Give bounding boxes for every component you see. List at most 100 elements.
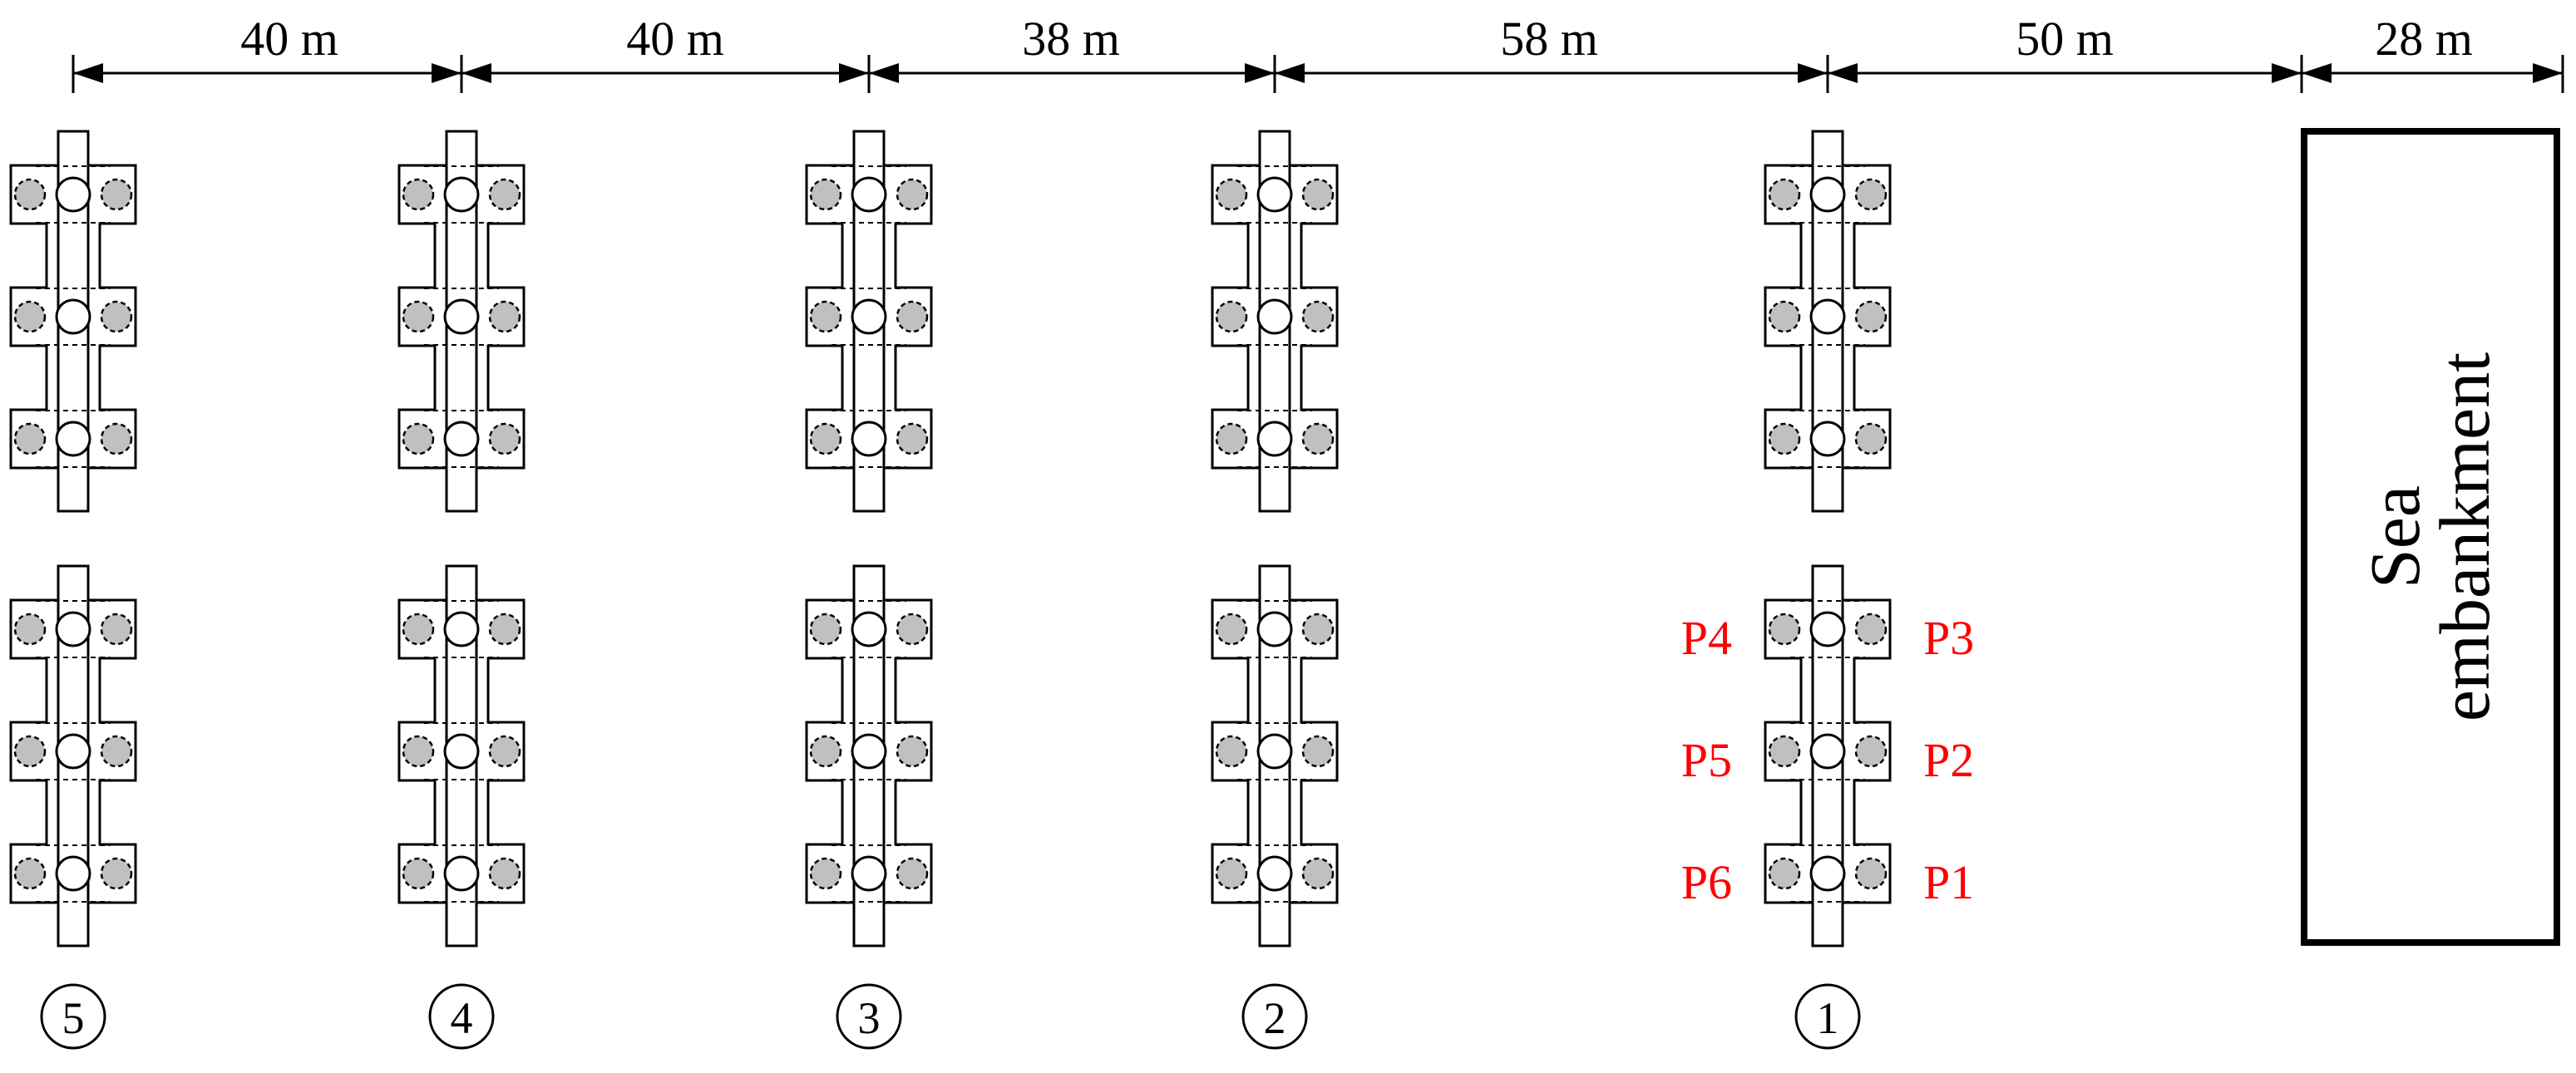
pile-circle bbox=[1215, 422, 1248, 455]
pile-circle bbox=[488, 300, 521, 333]
pier-group bbox=[397, 564, 526, 947]
pier-cap-outline bbox=[397, 598, 526, 904]
sensor-label-p3: P3 bbox=[1923, 611, 1974, 665]
pier-cap-outline bbox=[805, 164, 933, 470]
svg-text:1: 1 bbox=[1817, 993, 1839, 1043]
dimension-arrows bbox=[73, 63, 2563, 83]
dimension-label: 28 m bbox=[2375, 12, 2473, 66]
dimension-label: 58 m bbox=[1500, 12, 1598, 66]
pier-cap-outline bbox=[1764, 598, 1892, 904]
arrowhead bbox=[2302, 63, 2332, 83]
column-circle bbox=[55, 855, 91, 892]
pile-circle bbox=[100, 300, 133, 333]
pile-circle bbox=[1301, 178, 1335, 211]
pile-circle bbox=[13, 735, 47, 768]
pier-group bbox=[1764, 564, 1892, 947]
pier-cap-outline bbox=[1764, 164, 1892, 470]
column-circle bbox=[443, 421, 480, 457]
pile-circle bbox=[1301, 857, 1335, 890]
pile-circle bbox=[1768, 735, 1801, 768]
column-circle bbox=[851, 855, 887, 892]
pile-circle bbox=[896, 178, 929, 211]
column-circle bbox=[851, 421, 887, 457]
pile-circle bbox=[896, 735, 929, 768]
dimension-ticks bbox=[72, 55, 2564, 93]
column-circle bbox=[1809, 421, 1846, 457]
svg-text:4: 4 bbox=[451, 993, 473, 1043]
pile-circle bbox=[1215, 857, 1248, 890]
pile-circle bbox=[1215, 300, 1248, 333]
pile-circle bbox=[809, 422, 842, 455]
column-circle bbox=[55, 176, 91, 213]
pile-circle bbox=[1854, 422, 1888, 455]
pile-circle bbox=[809, 300, 842, 333]
dimension-labels: 40 m 40 m 38 m 58 m 50 m 28 m bbox=[240, 12, 2473, 66]
column-circle bbox=[1809, 855, 1846, 892]
pier-group bbox=[805, 130, 933, 513]
column-circle bbox=[443, 733, 480, 770]
svg-text:2: 2 bbox=[1264, 993, 1286, 1043]
dimension-label: 50 m bbox=[2016, 12, 2114, 66]
pier-cap-outline bbox=[9, 164, 137, 470]
embankment-label-line2: embankment bbox=[2425, 352, 2504, 721]
column-circle bbox=[55, 298, 91, 335]
pier-group bbox=[9, 564, 137, 947]
structure-label-4: 4 bbox=[428, 983, 495, 1050]
arrowhead bbox=[1798, 63, 1828, 83]
arrowhead bbox=[1275, 63, 1305, 83]
pier-cap-outline bbox=[1211, 164, 1339, 470]
embankment-label-line1: Sea bbox=[2355, 485, 2435, 588]
pile-circle bbox=[100, 613, 133, 646]
pile-circle bbox=[1301, 300, 1335, 333]
sensor-label-p5: P5 bbox=[1681, 733, 1732, 787]
pile-circle bbox=[100, 735, 133, 768]
sea-embankment: Sea embankment bbox=[2301, 128, 2560, 946]
pile-circle bbox=[402, 735, 435, 768]
structure-label-2: 2 bbox=[1241, 983, 1308, 1050]
column-circle bbox=[443, 611, 480, 647]
arrowhead bbox=[73, 63, 103, 83]
column-circle bbox=[851, 733, 887, 770]
pier-cap-outline bbox=[805, 598, 933, 904]
pile-circle bbox=[402, 178, 435, 211]
column-circle bbox=[851, 611, 887, 647]
pier-group bbox=[1211, 564, 1339, 947]
pier-group bbox=[397, 130, 526, 513]
column-circle bbox=[443, 176, 480, 213]
column-circle bbox=[1256, 611, 1293, 647]
column-circle bbox=[851, 176, 887, 213]
pile-circle bbox=[488, 735, 521, 768]
pile-circle bbox=[809, 857, 842, 890]
pile-circle bbox=[402, 422, 435, 455]
pile-circle bbox=[402, 857, 435, 890]
column-circle bbox=[55, 611, 91, 647]
arrowhead bbox=[2272, 63, 2302, 83]
pile-circle bbox=[896, 422, 929, 455]
column-circle bbox=[443, 298, 480, 335]
column-circle bbox=[1256, 855, 1293, 892]
structure-label-1: 1 bbox=[1794, 983, 1861, 1050]
pile-circle bbox=[1768, 857, 1801, 890]
pile-circle bbox=[100, 857, 133, 890]
column-circle bbox=[1809, 176, 1846, 213]
pile-circle bbox=[402, 613, 435, 646]
pile-circle bbox=[1854, 300, 1888, 333]
pile-circle bbox=[1215, 735, 1248, 768]
embankment-box bbox=[2301, 128, 2560, 946]
column-circle bbox=[1809, 611, 1846, 647]
sensor-label-p1: P1 bbox=[1923, 855, 1974, 909]
pile-circle bbox=[896, 857, 929, 890]
pile-circle bbox=[1768, 178, 1801, 211]
pile-circle bbox=[809, 178, 842, 211]
pile-circle bbox=[13, 857, 47, 890]
column-circle bbox=[55, 733, 91, 770]
arrowhead bbox=[839, 63, 869, 83]
dimension-label: 38 m bbox=[1022, 12, 1120, 66]
pile-circle bbox=[1301, 613, 1335, 646]
sensor-label-p2: P2 bbox=[1923, 733, 1974, 787]
pile-circle bbox=[896, 300, 929, 333]
dimension-label: 40 m bbox=[626, 12, 724, 66]
column-circle bbox=[443, 855, 480, 892]
svg-text:5: 5 bbox=[62, 993, 85, 1043]
pier-cap-outline bbox=[397, 164, 526, 470]
